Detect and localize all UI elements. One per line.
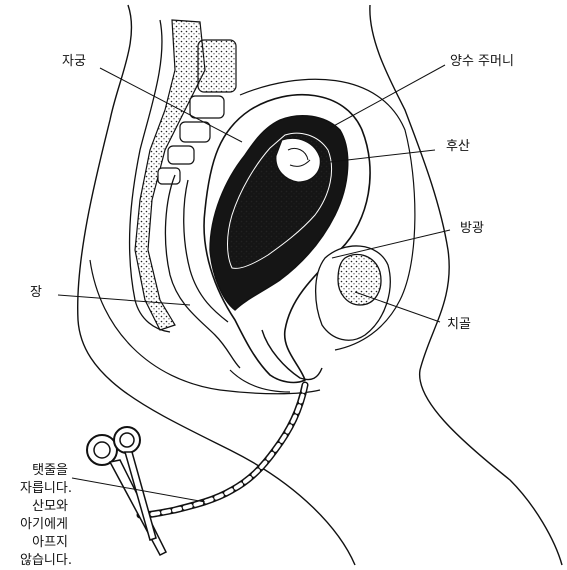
label-afterbirth: 후산 xyxy=(446,140,470,153)
note-line: 않습니다. xyxy=(20,552,68,570)
label-uterus: 자궁 xyxy=(62,55,86,68)
vertebra xyxy=(180,122,210,142)
note-line: 아프지 xyxy=(20,534,68,552)
label-pubic-bone: 치골 xyxy=(447,318,471,331)
vertebra xyxy=(198,40,236,92)
note-line: 아기에게 xyxy=(20,516,68,534)
note-line: 산모와 xyxy=(20,498,68,516)
umbilical-cord-inner xyxy=(140,385,305,515)
vertebra xyxy=(168,146,194,164)
note-line: 자릅니다. xyxy=(20,480,68,498)
label-amniotic-sac: 양수 주머니 xyxy=(450,55,514,68)
pubic-bone xyxy=(338,254,381,305)
scissors-icon xyxy=(87,427,166,555)
label-intestine: 장 xyxy=(30,286,42,299)
abdomen-contour xyxy=(370,5,562,565)
vertebra xyxy=(158,168,180,184)
cord-cutting-note: 탯줄을 자릅니다. 산모와 아기에게 아프지 않습니다. xyxy=(20,462,68,570)
label-bladder: 방광 xyxy=(460,222,484,235)
vertebra xyxy=(190,96,224,118)
note-line: 탯줄을 xyxy=(20,462,68,480)
